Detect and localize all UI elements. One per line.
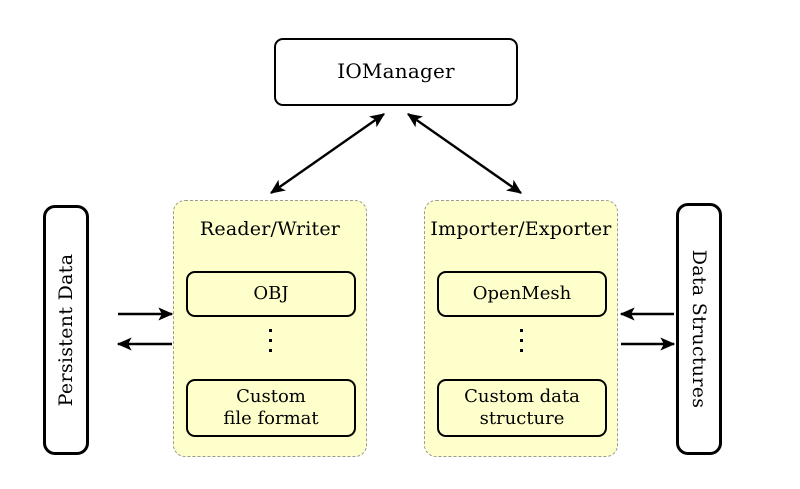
- leaf-openmesh[interactable]: OpenMesh: [437, 271, 607, 317]
- panel-importer-exporter-title: Importer/Exporter: [430, 218, 612, 240]
- arrow-manager-importerexporter: [407, 113, 522, 194]
- leaf-obj-label: OBJ: [253, 283, 289, 305]
- panel-importer-exporter[interactable]: Importer/Exporter OpenMesh Custom data s…: [424, 200, 618, 457]
- leaf-custom-file-format[interactable]: Custom file format: [186, 379, 356, 437]
- ellipsis-dot: [519, 339, 523, 342]
- node-data-structures-label: Data Structures: [688, 249, 710, 409]
- node-persistent-data-label: Persistent Data: [55, 253, 77, 407]
- node-iomanager[interactable]: IOManager: [274, 38, 518, 106]
- leaf-custom-file-format-line1: Custom: [236, 386, 306, 408]
- leaf-custom-data-structure-line1: Custom data: [464, 386, 580, 408]
- ellipsis-dot: [268, 339, 272, 342]
- leaf-custom-file-format-label: Custom file format: [223, 386, 318, 430]
- leaf-custom-data-structure-label: Custom data structure: [464, 386, 580, 430]
- ellipsis-dot: [268, 329, 272, 332]
- leaf-custom-data-structure-line2: structure: [479, 408, 565, 429]
- node-persistent-data[interactable]: Persistent Data: [43, 205, 89, 455]
- arrow-manager-readerwriter: [270, 113, 385, 194]
- ellipsis-dot: [519, 329, 523, 332]
- ellipsis-dot: [268, 349, 272, 352]
- node-iomanager-label: IOManager: [337, 59, 455, 84]
- node-data-structures[interactable]: Data Structures: [676, 203, 722, 455]
- ellipsis-dot: [519, 349, 523, 352]
- ellipsis-importer-exporter: [425, 329, 617, 352]
- panel-reader-writer-title: Reader/Writer: [199, 218, 341, 240]
- leaf-openmesh-label: OpenMesh: [472, 283, 572, 305]
- ellipsis-reader-writer: [174, 329, 366, 352]
- leaf-custom-data-structure[interactable]: Custom data structure: [437, 379, 607, 437]
- leaf-custom-file-format-line2: file format: [223, 408, 319, 429]
- leaf-obj[interactable]: OBJ: [186, 271, 356, 317]
- panel-reader-writer[interactable]: Reader/Writer OBJ Custom file format: [173, 200, 367, 457]
